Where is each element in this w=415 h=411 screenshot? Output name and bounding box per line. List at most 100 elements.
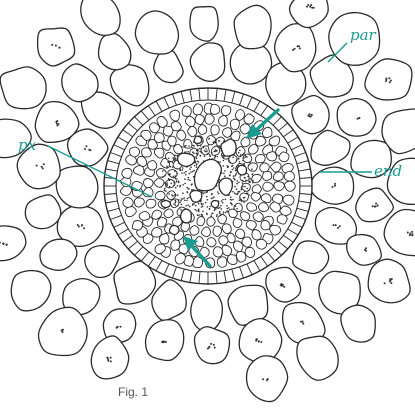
- stipple-dot: [226, 165, 228, 167]
- stipple-dot: [208, 153, 211, 156]
- stipple-dot: [226, 204, 228, 207]
- nucleus-dot: [0, 241, 1, 244]
- stipple-dot: [170, 182, 173, 185]
- stipple-dot: [197, 149, 199, 152]
- stipple-dot: [222, 211, 225, 213]
- stipple-dot: [200, 202, 203, 205]
- parenchyma-cell: [288, 0, 329, 29]
- parenchyma-cell: [39, 238, 78, 271]
- stipple-dot: [190, 184, 193, 186]
- stele-cell: [194, 114, 205, 125]
- nucleus-dot: [206, 347, 209, 350]
- stipple-dot: [211, 197, 214, 199]
- nucleus-dot: [358, 116, 361, 119]
- stipple-dot: [232, 156, 234, 159]
- parenchyma-cell: [229, 41, 273, 85]
- parenchyma-cell: [364, 58, 413, 101]
- stele-cell: [221, 223, 232, 234]
- parenchyma-cell: [386, 157, 415, 206]
- endodermis-cell-wall: [122, 129, 133, 138]
- stipple-dot: [191, 170, 194, 173]
- parenchyma-cell: [346, 233, 382, 266]
- stipple-dot: [224, 175, 226, 177]
- stele-cell: [252, 211, 264, 223]
- stele-cell: [212, 225, 222, 237]
- stipple-dot: [188, 205, 191, 208]
- stipple-dot: [219, 214, 222, 217]
- stipple-dot: [233, 192, 236, 194]
- stipple-dot: [211, 192, 213, 195]
- nucleus-dot: [338, 225, 341, 228]
- stele-cell: [206, 216, 216, 227]
- nucleus-dot: [365, 247, 367, 250]
- parenchyma-cell: [36, 27, 76, 67]
- stipple-dot: [193, 203, 195, 205]
- parenchyma-cell: [233, 4, 272, 50]
- stipple-dot: [232, 167, 235, 169]
- parenchyma-cell: [190, 289, 223, 333]
- stele-cell: [170, 121, 182, 132]
- xylem-vessel: [176, 152, 196, 167]
- label-end: end: [374, 162, 402, 180]
- stele-cell: [169, 198, 180, 208]
- parenchyma-cell: [336, 98, 377, 137]
- stipple-dot: [202, 192, 205, 195]
- stipple-dot: [186, 186, 188, 189]
- nucleus-dot: [337, 226, 340, 229]
- stipple-dot: [216, 214, 218, 216]
- stipple-dot: [168, 185, 171, 188]
- stipple-dot: [218, 206, 221, 209]
- stipple-dot: [218, 146, 221, 148]
- parenchyma-cell: [10, 269, 52, 312]
- endodermis-cell-wall: [294, 214, 306, 220]
- stipple-dot: [203, 155, 206, 158]
- stele-cell: [133, 165, 145, 176]
- stele-cell: [156, 216, 168, 228]
- stipple-dot: [187, 178, 189, 181]
- stipple-dot: [214, 155, 217, 157]
- nucleus-dot: [309, 115, 312, 118]
- stipple-dot: [235, 188, 238, 190]
- stele-cell: [181, 105, 192, 117]
- stele-cell: [255, 135, 267, 147]
- stipple-dot: [212, 212, 214, 214]
- stipple-dot: [197, 202, 200, 205]
- nucleus-dot: [371, 205, 374, 208]
- stele-cell: [229, 118, 240, 131]
- endodermis-cell-wall: [128, 240, 138, 250]
- stipple-dot: [237, 190, 239, 193]
- parenchyma-cell: [383, 208, 415, 257]
- stipple-dot: [230, 202, 233, 205]
- nucleus-dot: [302, 322, 305, 325]
- parenchyma-cell: [0, 118, 32, 159]
- endodermis-cell-wall: [215, 88, 218, 101]
- stele-cell: [133, 197, 145, 208]
- stipple-dot: [216, 155, 219, 158]
- parenchyma-cell: [151, 279, 187, 322]
- parenchyma-cell: [296, 335, 339, 381]
- endodermis-cell-wall: [163, 97, 170, 109]
- nucleus-dot: [310, 113, 313, 116]
- stipple-dot: [188, 172, 191, 175]
- stipple-dot: [207, 152, 209, 155]
- endodermis-cell-wall: [113, 221, 125, 228]
- endodermis-cell-wall: [299, 177, 312, 179]
- endodermis-cell-wall: [155, 260, 163, 272]
- nucleus-dot: [257, 340, 260, 343]
- stipple-dot: [209, 205, 211, 208]
- stele-cell: [235, 146, 246, 157]
- stele-cell: [216, 256, 228, 268]
- stele-cell: [167, 135, 177, 147]
- stipple-dot: [180, 200, 182, 202]
- nucleus-dot: [106, 356, 109, 359]
- stele-cell: [228, 208, 238, 219]
- stipple-dot: [242, 159, 244, 162]
- stipple-dot: [222, 198, 224, 201]
- stipple-dot: [248, 194, 250, 196]
- stipple-dot: [202, 146, 205, 149]
- stipple-dot: [174, 154, 176, 157]
- stele-cell: [176, 129, 187, 141]
- stipple-dot: [174, 175, 176, 177]
- stipple-dot: [188, 196, 190, 199]
- stipple-dot: [217, 192, 220, 195]
